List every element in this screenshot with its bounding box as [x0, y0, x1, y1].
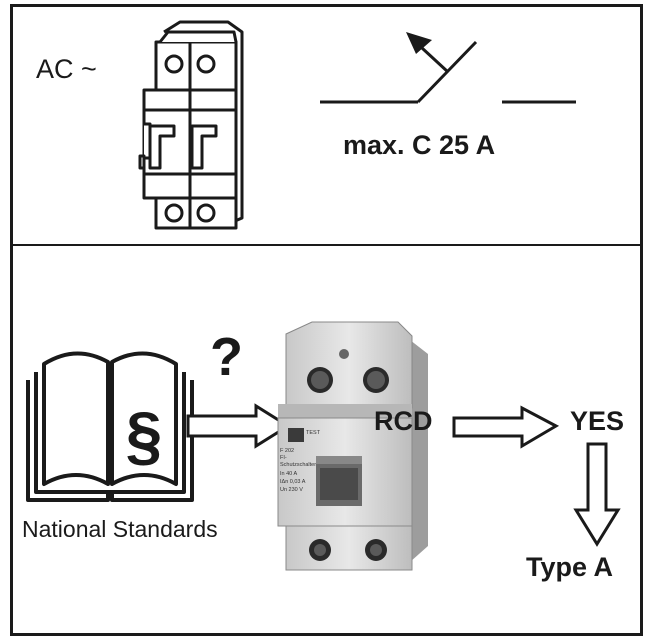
- rcd-test-text: TEST: [306, 430, 321, 436]
- rcd-label: RCD: [374, 406, 433, 436]
- ac-label: AC ~: [36, 54, 97, 84]
- arrow-right-icon: [186, 403, 291, 449]
- switch-symbol-icon: [320, 32, 576, 104]
- rcd-voltage-text: Un 230 V: [280, 487, 303, 493]
- law-book-icon: §: [26, 351, 194, 502]
- question-mark: ?: [210, 327, 243, 387]
- arrow-down-icon: [573, 442, 621, 547]
- rcd-in-text: In 40 A: [280, 471, 297, 477]
- rcd-device: TEST F 202 FI- Schutzschalter In 40 A IΔ…: [277, 321, 428, 571]
- rcd-model-text: F 202: [280, 448, 294, 454]
- type-a-label: Type A: [526, 552, 614, 582]
- top-panel: [10, 4, 643, 247]
- national-standards-label: National Standards: [22, 516, 218, 542]
- rcd-line1-text: FI-: [280, 455, 287, 461]
- rcd-idn-text: IΔn 0,03 A: [280, 479, 306, 485]
- arrow-right-icon: [452, 405, 560, 449]
- circuit-breaker-icon: [138, 20, 244, 230]
- breaker-rating-label: max. C 25 A: [343, 130, 496, 160]
- yes-label: YES: [570, 406, 625, 436]
- rcd-line2-text: Schutzschalter: [280, 462, 316, 468]
- paragraph-symbol: §: [126, 398, 163, 472]
